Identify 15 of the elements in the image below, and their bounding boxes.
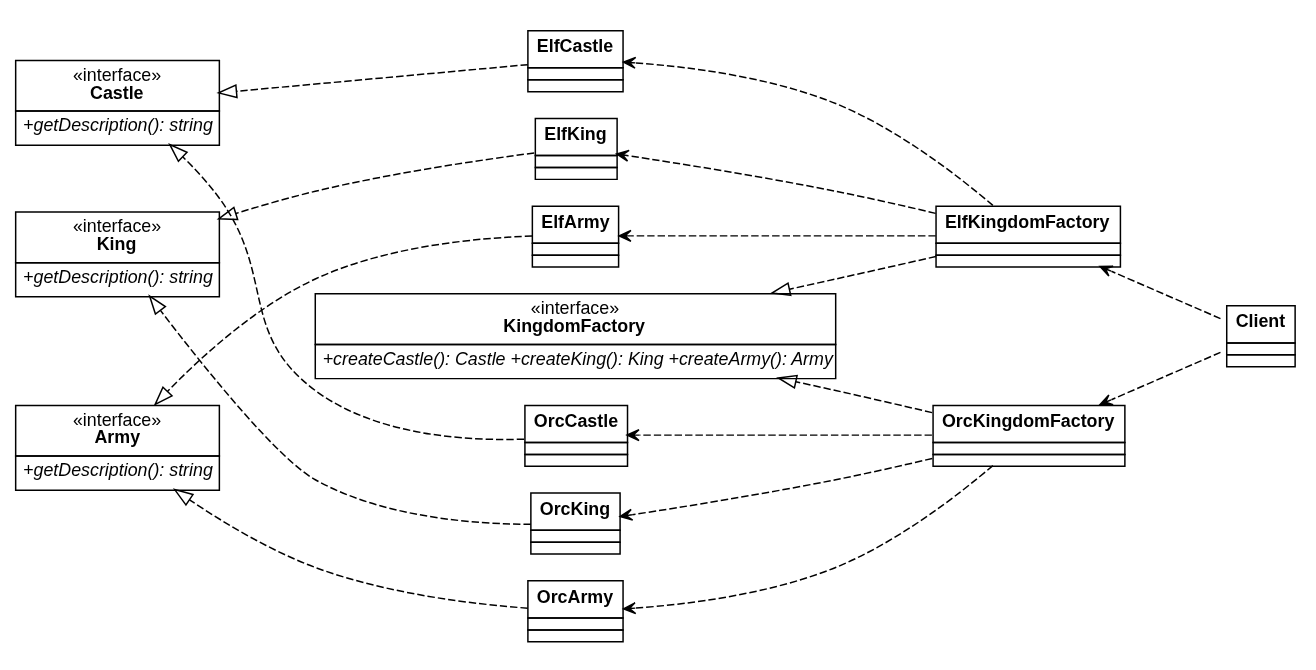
arrow	[153, 234, 533, 406]
arrow	[615, 149, 937, 214]
arrow	[769, 255, 937, 296]
arrow	[1099, 264, 1222, 319]
arrow	[216, 151, 535, 220]
arrow	[148, 293, 532, 525]
arrow	[619, 457, 933, 521]
arrow	[626, 428, 933, 441]
arrow	[1099, 351, 1222, 406]
arrow	[776, 374, 933, 413]
arrow	[216, 63, 529, 98]
arrow	[168, 142, 525, 440]
arrow	[172, 487, 529, 609]
arrow	[622, 56, 994, 206]
arrow	[618, 229, 937, 242]
